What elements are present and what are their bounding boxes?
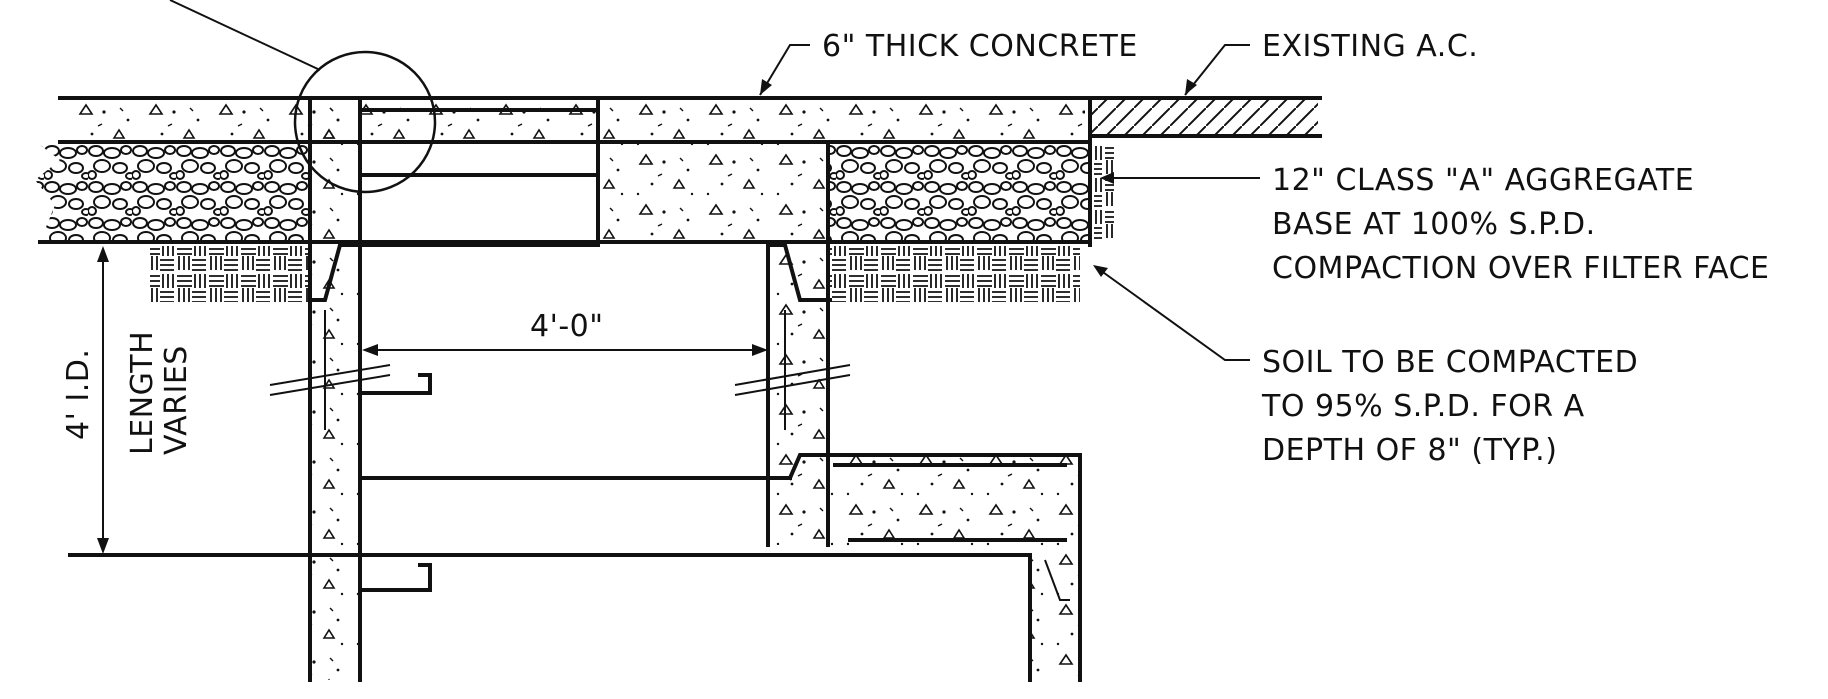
break-lines: [269, 364, 851, 396]
label-id-dimension: 4' I.D.: [61, 349, 96, 440]
label-soil-line3: DEPTH OF 8" (TYP.): [1262, 433, 1557, 468]
label-length-line1: LENGTH: [125, 331, 160, 455]
existing-ac-pavement: [1088, 96, 1322, 247]
label-aggregate-line2: BASE AT 100% S.P.D.: [1272, 207, 1596, 242]
manhole-walls: [308, 96, 832, 682]
label-aggregate-line1: 12" CLASS "A" AGGREGATE: [1272, 163, 1694, 198]
compacted-soil-layer: [150, 145, 1114, 302]
label-concrete: 6" THICK CONCRETE: [822, 29, 1138, 64]
label-width-dimension: 4'-0": [530, 309, 604, 344]
side-chamber: [787, 453, 1082, 682]
label-soil-line2: TO 95% S.P.D. FOR A: [1261, 389, 1585, 424]
concrete-slab: [58, 96, 1092, 247]
height-dimension: [97, 246, 109, 554]
label-existing-ac: EXISTING A.C.: [1262, 29, 1478, 64]
detail-callout: [169, 0, 437, 194]
leader-lines: [759, 44, 1260, 361]
label-length-line2: VARIES: [159, 345, 194, 455]
label-aggregate-line3: COMPACTION OVER FILTER FACE: [1272, 251, 1770, 286]
aggregate-base-layer: [35, 145, 1092, 244]
width-dimension: [362, 344, 768, 356]
label-soil-line1: SOIL TO BE COMPACTED: [1262, 345, 1638, 380]
manhole-steps: [358, 373, 432, 592]
